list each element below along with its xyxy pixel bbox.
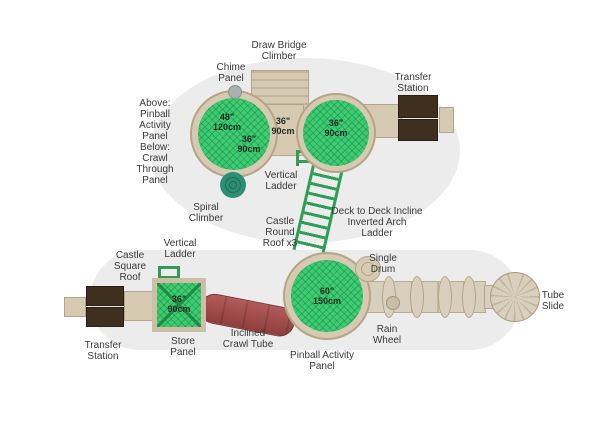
deck-36-left-size-label: 36"90cm <box>237 134 261 155</box>
chime-panel-marker <box>228 85 242 99</box>
label-pinball-panel-note: Above: Pinball Activity Panel Below: Cra… <box>136 98 174 186</box>
deck-60-size-label: 60"150cm <box>312 286 342 307</box>
label-castle-square-roof: Castle Square Roof <box>113 250 147 283</box>
tube-slide-ring-3 <box>438 276 452 318</box>
tube-slide-ring-4 <box>462 276 476 318</box>
rain-wheel-marker <box>386 296 400 310</box>
deck-36-right-size-label: 36"90cm <box>324 118 348 139</box>
label-chime-panel: Chime Panel <box>216 62 246 84</box>
spiral-climber-marker <box>220 172 246 198</box>
deck-green-36-right <box>303 100 369 166</box>
label-draw-bridge-climber: Draw Bridge Climber <box>251 40 307 62</box>
bottom-connector <box>124 291 154 321</box>
transfer-step-top <box>439 107 454 133</box>
deck-36-square-size-label: 36"90cm <box>167 294 191 315</box>
transfer-station-top-box-a <box>398 95 438 118</box>
tube-slide-end-cap <box>490 272 540 322</box>
label-store-panel: Store Panel <box>170 336 196 358</box>
label-arch-ladder: Deck to Deck Incline Inverted Arch Ladde… <box>331 206 423 239</box>
label-spiral-climber: Spiral Climber <box>188 202 224 224</box>
deck-36-mid-size-label: 36"90cm <box>271 116 295 137</box>
label-transfer-station-top: Transfer Station <box>394 72 432 94</box>
label-vertical-ladder-bottom: Vertical Ladder <box>163 238 197 260</box>
transfer-station-top-box-b <box>398 119 438 141</box>
label-pinball-activity-panel: Pinball Activity Panel <box>290 350 354 372</box>
label-single-drum: Single Drum <box>369 253 397 275</box>
deck-48-size-label: 48"120cm <box>212 112 242 133</box>
vertical-ladder-bottom <box>158 266 180 279</box>
label-rain-wheel: Rain Wheel <box>372 324 402 346</box>
label-vertical-ladder-top: Vertical Ladder <box>264 170 298 192</box>
label-transfer-station-bottom: Transfer Station <box>84 340 122 362</box>
castle-square-deck-36 <box>152 278 206 332</box>
single-drum-marker <box>355 256 381 282</box>
tube-slide-ring-2 <box>410 276 424 318</box>
deck-green-48 <box>198 98 270 170</box>
deck-green-60 <box>291 260 363 332</box>
label-castle-round-roof: Castle Round Roof x3 <box>262 216 298 249</box>
label-inclined-crawl-tube: Inclined Crawl Tube <box>222 328 274 350</box>
transfer-station-bottom-box-a <box>86 286 124 306</box>
label-tube-slide: Tube Slide <box>541 290 565 312</box>
transfer-station-bottom-box-b <box>86 307 124 327</box>
transfer-step-bottom <box>64 297 86 317</box>
